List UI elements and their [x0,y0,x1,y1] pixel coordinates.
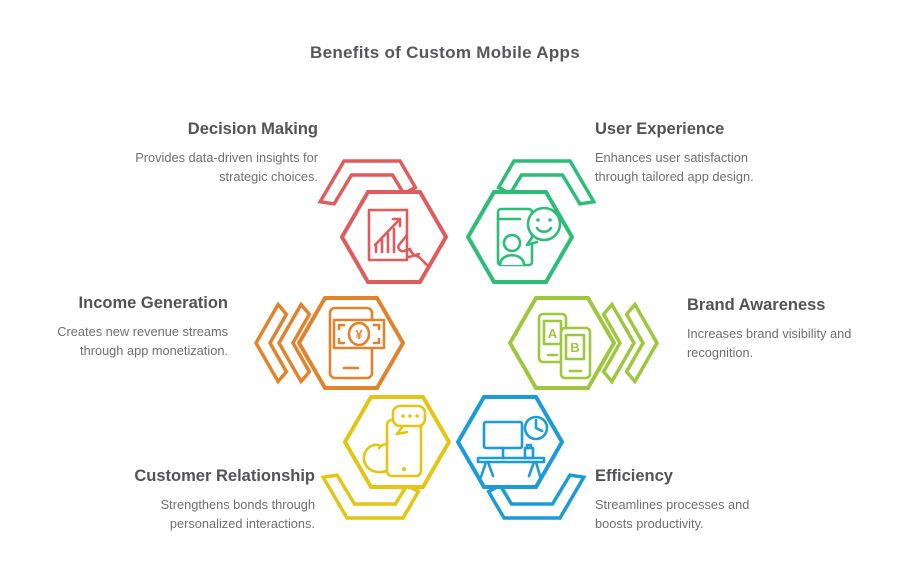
benefit-title: User Experience [595,120,725,138]
benefit-text-block: Income Generation Creates new revenue st… [33,294,228,360]
benefit-description: Creates new revenue streams through app … [57,324,228,358]
icon-art [367,208,429,267]
icon-art [476,415,549,479]
benefit-title: Brand Awareness [687,296,826,314]
icon-art: A B [537,312,592,380]
benefit-text-block: Brand Awareness Increases brand visibili… [687,296,892,362]
benefit-description: Increases brand visibility and recogniti… [687,326,852,360]
chevron-shape [253,301,312,385]
benefit-text-block: Efficiency Streamlines processes and boo… [595,467,790,533]
benefit-title: Customer Relationship [134,467,315,485]
phone-banknote-yen-icon: ¥ [253,296,406,390]
icon-art [496,206,562,267]
benefit-description: Enhances user satisfaction through tailo… [595,150,754,184]
chevron-shape [601,301,660,385]
benefit-description: Streamlines processes and boosts product… [595,497,750,531]
benefit-text-block: Decision Making Provides data-driven ins… [123,120,318,186]
benefit-description: Provides data-driven insights for strate… [135,150,318,184]
yen-symbol: ¥ [355,327,363,342]
phones-ab-compare-icon: A B [507,296,660,390]
benefit-title: Efficiency [595,467,673,485]
document-chart-hand-icon [317,159,449,284]
hexagon-shape [465,190,575,284]
letter-a: A [548,326,558,341]
letter-b: B [570,340,579,355]
icon-art [362,404,427,478]
desk-monitor-clock-icon [455,395,587,520]
benefit-title: Decision Making [187,120,318,138]
benefit-text-block: Customer Relationship Strengthens bonds … [115,467,315,533]
hexagon-shape [455,395,565,489]
phone-person-smiley-icon [465,159,597,284]
hand-phone-chat-icon [320,395,452,520]
benefit-description: Strengthens bonds through personalized i… [160,497,315,531]
icon-art: ¥ [328,306,386,380]
page-title: Benefits of Custom Mobile Apps [310,43,580,62]
benefit-text-block: User Experience Enhances user satisfacti… [595,120,790,186]
benefit-title: Income Generation [78,294,228,312]
